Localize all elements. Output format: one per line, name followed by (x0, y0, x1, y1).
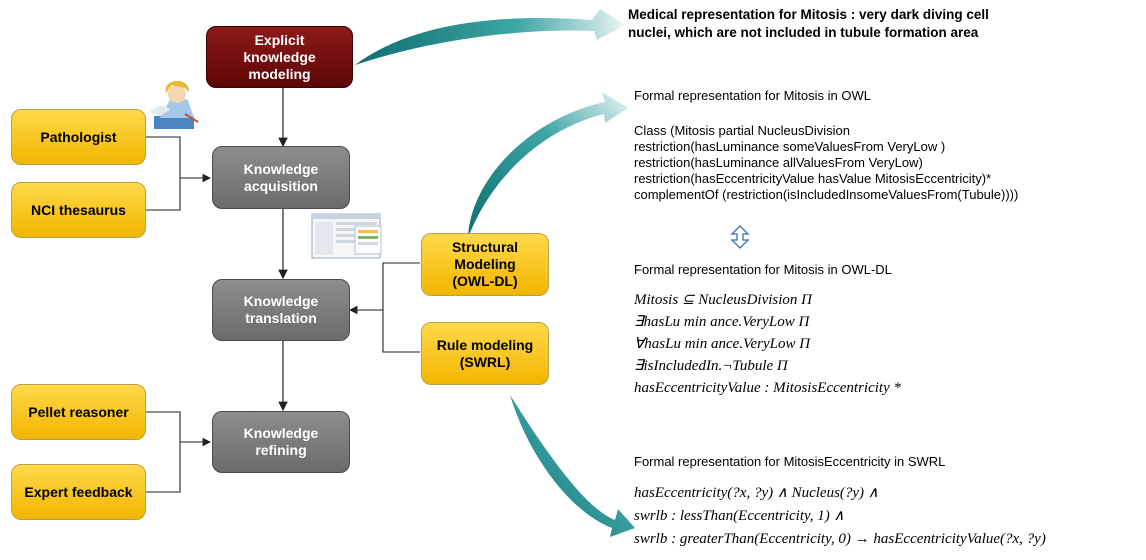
pellet-reasoner-box: Pellet reasoner (11, 384, 146, 440)
connector-nci (146, 178, 181, 211)
nci-thesaurus-box: NCI thesaurus (11, 182, 146, 238)
owl-line: restriction(hasEccentricityValue hasValu… (634, 171, 992, 186)
owl-line: complementOf (restriction(isIncludedInso… (634, 187, 1019, 202)
pathologist-box: Pathologist (11, 109, 146, 165)
connector-rule (382, 310, 420, 353)
connector-pathologist (146, 136, 181, 178)
medical-representation-line2: nuclei, which are not included in tubule… (628, 25, 979, 40)
knowledge-translation-box: Knowledge translation (212, 279, 350, 341)
owldl-line: ∃isIncludedIn.¬Tubule Π (634, 358, 788, 374)
ontology-editor-screenshot (311, 213, 382, 259)
owldl-line: ∀hasLu min ance.VeryLow Π (634, 336, 811, 352)
owl-code-block: Class (Mitosis partial NucleusDivision r… (634, 123, 1018, 203)
owldl-line: hasEccentricityValue : MitosisEccentrici… (634, 380, 901, 396)
owldl-formula-block: Mitosis ⊆ NucleusDivision Π ∃hasLu min a… (634, 289, 901, 399)
owl-line: Class (Mitosis partial NucleusDivision (634, 123, 851, 138)
knowledge-acquisition-box: Knowledge acquisition (212, 146, 350, 209)
connector-pellet (146, 411, 181, 442)
owl-line: restriction(hasLuminance someValuesFrom … (634, 139, 946, 154)
owldl-line: Mitosis ⊆ NucleusDivision Π (634, 292, 812, 308)
rule-modeling-box: Rule modeling (SWRL) (421, 322, 549, 385)
structural-modeling-box: Structural Modeling (OWL-DL) (421, 233, 549, 296)
connector-expert (146, 442, 181, 493)
curved-arrow-medical (355, 9, 625, 65)
curved-arrow-owl (468, 92, 628, 238)
swrl-line: swrlb : greaterThan(Eccentricity, 0) → h… (634, 531, 1046, 547)
swrl-line: hasEccentricity(?x, ?y) ∧ Nucleus(?y) ∧ (634, 485, 879, 501)
curved-arrow-swrl (510, 395, 635, 537)
owldl-title: Formal representation for Mitosis in OWL… (634, 262, 892, 277)
expert-feedback-box: Expert feedback (11, 464, 146, 520)
knowledge-refining-box: Knowledge refining (212, 411, 350, 473)
owl-title: Formal representation for Mitosis in OWL (634, 88, 871, 103)
connector-structural (382, 262, 420, 310)
double-arrow-icon (730, 225, 750, 249)
owl-line: restriction(hasLuminance allValuesFrom V… (634, 155, 923, 170)
swrl-line: swrlb : lessThan(Eccentricity, 1) ∧ (634, 508, 845, 524)
swrl-title: Formal representation for MitosisEccentr… (634, 454, 946, 469)
owldl-line: ∃hasLu min ance.VeryLow Π (634, 314, 810, 330)
explicit-knowledge-modeling-box: Explicit knowledge modeling (206, 26, 353, 88)
swrl-formula-block: hasEccentricity(?x, ?y) ∧ Nucleus(?y) ∧ … (634, 482, 1046, 551)
pathologist-illustration-icon (150, 80, 199, 129)
medical-representation-line1: Medical representation for Mitosis : ver… (628, 7, 989, 22)
